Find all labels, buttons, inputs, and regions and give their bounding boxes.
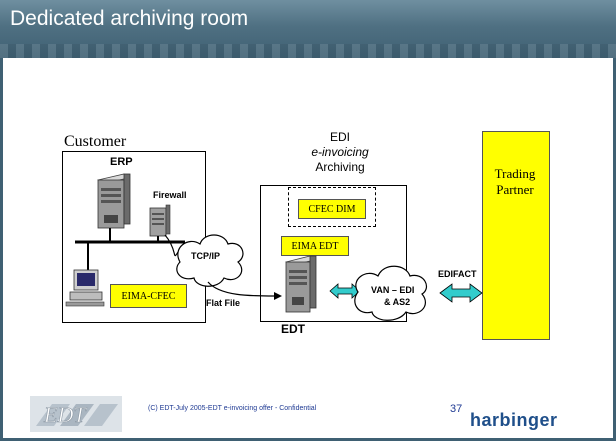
footer-copyright: (C) EDT-July 2005-EDT e-invoicing offer … — [148, 405, 317, 412]
trading-partner-line1: Trading — [494, 166, 536, 181]
customer-label: Customer — [64, 133, 127, 150]
edi-archiving-line2: e-invoicing — [311, 145, 369, 159]
tcpip-label: TCP/IP — [191, 251, 221, 261]
erp-label: ERP — [110, 156, 133, 168]
eima-cfec-tag: EIMA-CFEC — [110, 284, 187, 308]
firewall-server-icon — [149, 204, 171, 237]
svg-text:EDT: EDT — [43, 402, 87, 427]
flat-file-arrow — [207, 281, 275, 297]
van-label-line2: & AS2 — [384, 297, 411, 307]
footer-page-number: 37 — [450, 403, 463, 415]
bottom-border — [0, 438, 616, 441]
title-bar: Dedicated archiving room — [0, 0, 616, 58]
cfec-dim-tag: CFEC DIM — [298, 199, 366, 219]
archiving-dashed-box — [288, 187, 376, 227]
firewall-label: Firewall — [153, 190, 187, 200]
eima-edt-label: EIMA EDT — [291, 240, 339, 252]
erp-server-icon — [97, 173, 131, 229]
slide-title: Dedicated archiving room — [10, 7, 249, 30]
cfec-dim-label: CFEC DIM — [308, 203, 356, 215]
eima-cfec-label: EIMA-CFEC — [121, 290, 176, 302]
eima-edt-tag: EIMA EDT — [281, 236, 349, 256]
flat-file-label: Flat File — [206, 298, 241, 308]
van-cloud-icon — [354, 265, 427, 321]
left-border — [0, 58, 3, 441]
tcpip-cloud-icon — [176, 234, 244, 287]
edt-label: EDT — [281, 322, 305, 336]
trading-partner-box — [482, 131, 550, 340]
harbinger-logo: harbinger — [470, 410, 558, 430]
edifact-label: EDIFACT — [438, 269, 477, 279]
van-label-line1: VAN – EDI — [371, 285, 415, 295]
right-border — [613, 58, 616, 441]
workstation-icon — [65, 269, 105, 307]
edi-archiving-line3: Archiving — [315, 160, 365, 174]
edt-logo-image: EDT — [30, 396, 122, 432]
title-bar-stripe — [0, 44, 616, 58]
trading-partner-line2: Partner — [496, 182, 534, 197]
edi-archiving-line1: EDI — [329, 130, 350, 144]
edt-server-icon — [285, 255, 317, 313]
van-partner-double-arrow — [439, 283, 483, 303]
